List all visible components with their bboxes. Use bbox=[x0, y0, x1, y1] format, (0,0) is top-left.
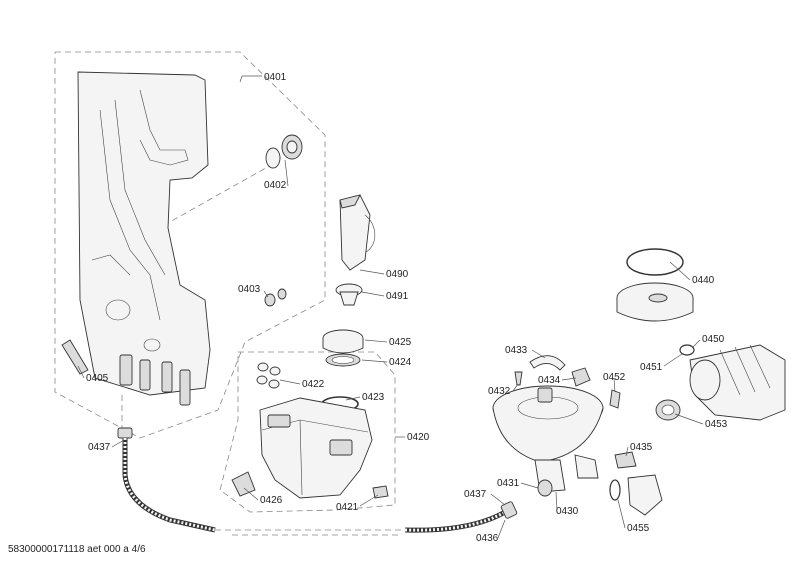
label-0435: 0435 bbox=[630, 442, 653, 453]
document-footer: 58300000171118 aet 000 a 4/6 bbox=[8, 544, 146, 555]
label-0420: 0420 bbox=[407, 432, 430, 443]
drain-hose-right bbox=[404, 501, 518, 533]
sump-body-0420 bbox=[259, 397, 373, 499]
sump-housing-panel bbox=[77, 71, 211, 406]
pump-lid-0440 bbox=[616, 248, 694, 322]
label-0490: 0490 bbox=[386, 269, 409, 280]
label-0424: 0424 bbox=[389, 357, 412, 368]
label-0426: 0426 bbox=[260, 495, 283, 506]
screw-0432 bbox=[514, 371, 523, 386]
clip-0405 bbox=[61, 339, 89, 375]
label-0437-right: 0437 bbox=[464, 489, 487, 500]
label-0425: 0425 bbox=[389, 337, 412, 348]
sensor-0435 bbox=[614, 451, 637, 469]
label-0402: 0402 bbox=[264, 180, 287, 191]
label-0421: 0421 bbox=[336, 502, 359, 513]
label-0401: 0401 bbox=[264, 72, 287, 83]
cap-0491 bbox=[335, 283, 363, 306]
label-0405: 0405 bbox=[86, 373, 109, 384]
label-0436: 0436 bbox=[476, 533, 499, 544]
ring-0455 bbox=[609, 479, 621, 501]
sensor-0426 bbox=[231, 471, 256, 497]
sump-pot-0430 bbox=[492, 385, 604, 493]
clip-0421 bbox=[372, 485, 389, 499]
label-0433: 0433 bbox=[505, 345, 528, 356]
leader-lines bbox=[77, 75, 704, 539]
small-rings-0422 bbox=[256, 362, 281, 389]
label-0431: 0431 bbox=[497, 478, 520, 489]
part-labels: 0401 0402 0403 0405 0437 0490 0491 0425 … bbox=[86, 72, 728, 544]
seal-0424 bbox=[325, 353, 361, 367]
check-valve-0431 bbox=[537, 479, 553, 497]
label-0453: 0453 bbox=[705, 419, 728, 430]
flap-0433 bbox=[529, 355, 566, 371]
hose-connector-0453 bbox=[655, 399, 681, 421]
clip-0434 bbox=[571, 367, 591, 387]
label-0437-left: 0437 bbox=[88, 442, 111, 453]
label-0422: 0422 bbox=[302, 379, 325, 390]
label-0430: 0430 bbox=[556, 506, 579, 517]
label-0434: 0434 bbox=[538, 375, 561, 386]
label-0491: 0491 bbox=[386, 291, 409, 302]
drain-hose-left bbox=[117, 427, 216, 533]
label-0423: 0423 bbox=[362, 392, 385, 403]
heat-pump-0450 bbox=[689, 344, 786, 421]
label-0403: 0403 bbox=[238, 284, 261, 295]
label-0451: 0451 bbox=[640, 362, 663, 373]
hose-route-lines bbox=[121, 395, 405, 536]
filter-cover-0425 bbox=[322, 329, 364, 354]
funnel-0490 bbox=[339, 194, 376, 271]
seal-rings-0402 bbox=[265, 134, 303, 169]
part-0452 bbox=[609, 389, 621, 409]
label-0432: 0432 bbox=[488, 386, 511, 397]
pressure-sensor-0455 bbox=[627, 474, 663, 516]
label-0455: 0455 bbox=[627, 523, 650, 534]
label-0440: 0440 bbox=[692, 275, 715, 286]
clamp-0451 bbox=[679, 344, 695, 356]
connector-0403 bbox=[264, 288, 287, 307]
label-0450: 0450 bbox=[702, 334, 725, 345]
label-0452: 0452 bbox=[603, 372, 626, 383]
